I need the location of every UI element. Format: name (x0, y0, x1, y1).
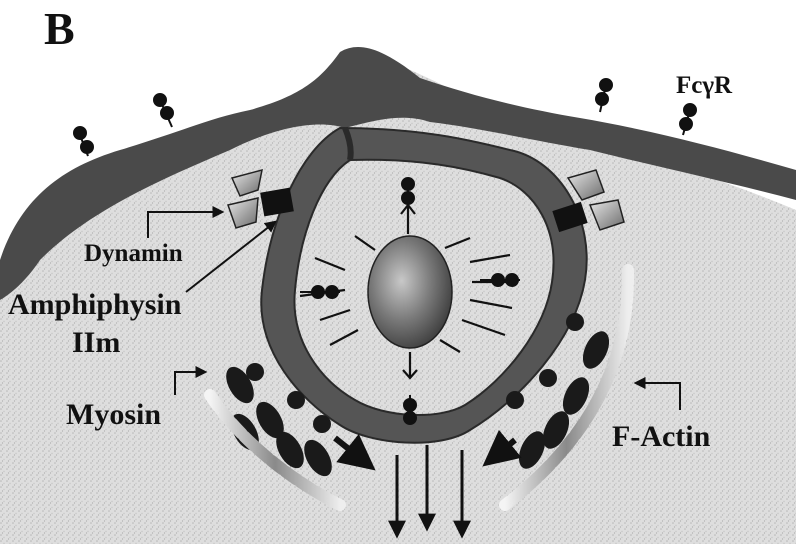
label-amphiphysin-iim: IIm (72, 326, 120, 360)
label-dynamin: Dynamin (84, 240, 183, 268)
label-factin: F-Actin (612, 420, 710, 454)
label-amphiphysin: Amphiphysin (8, 288, 181, 322)
particle-nucleus (368, 236, 452, 348)
panel-label: B (44, 2, 75, 55)
label-myosin: Myosin (66, 398, 161, 432)
label-fcgr: FcγR (676, 72, 732, 100)
